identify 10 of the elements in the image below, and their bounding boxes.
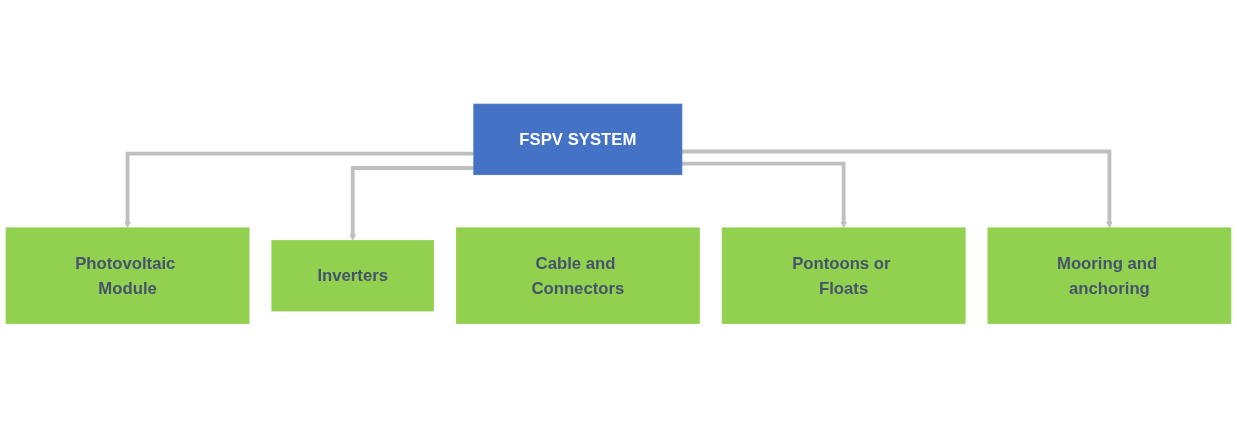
node-box: Mooring and anchoring [987,227,1232,325]
arrow [681,149,1113,229]
arrow [349,166,474,241]
node-box: Cable and Connectors [456,227,700,325]
node-box: Photovoltaic Module [5,227,250,325]
arrow [681,161,847,229]
node-box: Pontoons or Floats [721,227,966,325]
node-box: Inverters [271,240,434,312]
node-box: FSPV SYSTEM [473,103,683,176]
arrow [124,152,474,229]
